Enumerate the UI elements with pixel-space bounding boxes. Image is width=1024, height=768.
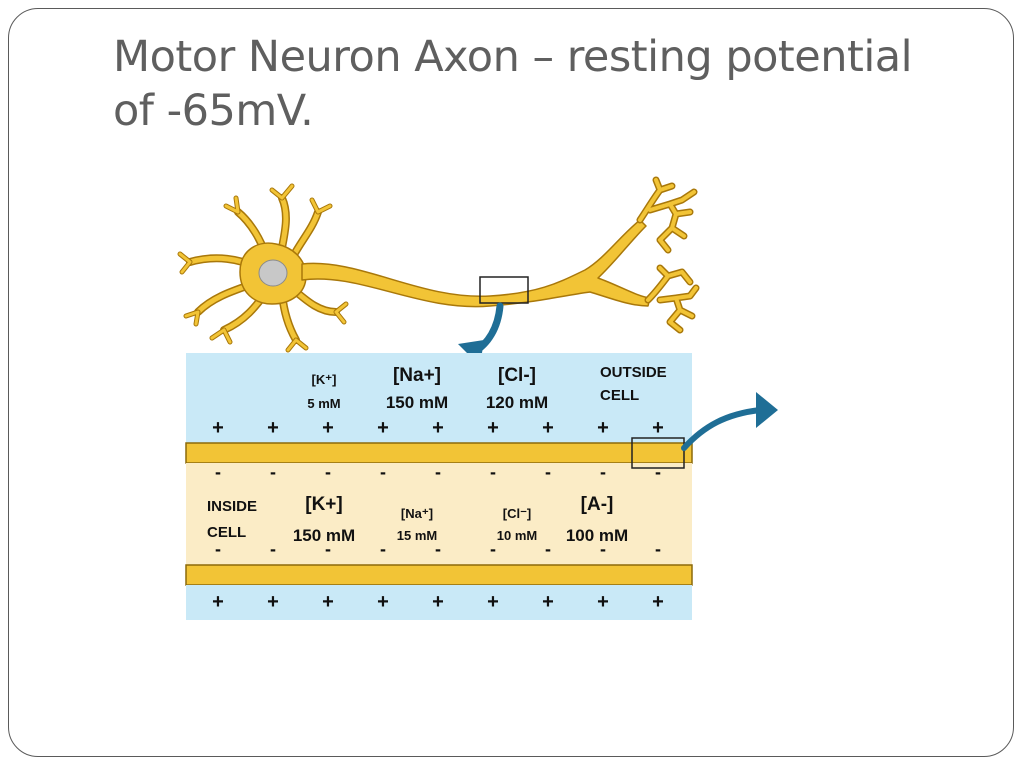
outside-conc-cl: 120 mM <box>486 393 548 412</box>
negative-charge: - <box>600 539 606 559</box>
axon <box>301 219 651 308</box>
inside-cell-label-1: INSIDE <box>207 498 257 515</box>
lower-membrane <box>185 564 693 586</box>
outside-conc-k: 5 mM <box>307 396 340 411</box>
positive-charge: + <box>377 591 389 613</box>
outside-fluid <box>186 353 692 443</box>
inside-conc-a: 100 mM <box>566 526 628 545</box>
inside-ion-a: [A-] <box>581 494 614 515</box>
negative-charge: - <box>490 539 496 559</box>
positive-charge: + <box>212 417 224 439</box>
zoom-arrow-right <box>681 392 778 451</box>
inside-conc-cl: 10 mM <box>497 528 537 543</box>
positive-charges-outside-bottom: + + + + + + + + + <box>212 591 664 613</box>
positive-charge: + <box>597 591 609 613</box>
outside-cell-label-1: OUTSIDE <box>600 364 667 381</box>
positive-charge: + <box>652 591 664 613</box>
nucleus <box>258 259 288 287</box>
positive-charge: + <box>432 591 444 613</box>
negative-charge: - <box>215 462 221 482</box>
outside-ion-na: [Na+] <box>393 365 441 386</box>
slide-title: Motor Neuron Axon – resting potential of… <box>113 30 973 138</box>
negative-charge: - <box>380 539 386 559</box>
positive-charge: + <box>487 417 499 439</box>
positive-charge: + <box>432 417 444 439</box>
negative-charges-inside-upper: --------- <box>215 462 661 482</box>
inside-ion-cl: [Cl⁻] <box>503 506 532 521</box>
inside-conc-k: 150 mM <box>293 526 355 545</box>
outside-ion-cl: [Cl-] <box>498 365 536 386</box>
positive-charge: + <box>212 591 224 613</box>
outside-conc-na: 150 mM <box>386 393 448 412</box>
inside-ion-k: [K+] <box>305 494 342 515</box>
negative-charge: - <box>545 462 551 482</box>
positive-charges-outside-top: + + + + + + + + + <box>212 417 664 439</box>
negative-charge: - <box>215 539 221 559</box>
outside-ion-k: [K⁺] <box>312 372 337 387</box>
slide-title-line-2: of -65mV. <box>113 86 314 136</box>
neuron-illustration <box>177 176 700 353</box>
positive-charge: + <box>542 417 554 439</box>
positive-charge: + <box>487 591 499 613</box>
negative-charge: - <box>435 539 441 559</box>
outside-fluid-bottom <box>186 585 692 620</box>
inside-cell-label-2: CELL <box>207 524 246 541</box>
negative-charge: - <box>325 539 331 559</box>
positive-charge: + <box>267 591 279 613</box>
membrane-detail <box>185 353 693 620</box>
negative-charge: - <box>380 462 386 482</box>
negative-charges-inside-lower: --------- <box>215 539 661 559</box>
positive-charge: + <box>267 417 279 439</box>
negative-charge: - <box>655 462 661 482</box>
slide-title-line-1: Motor Neuron Axon – resting potential <box>113 32 913 82</box>
negative-charge: - <box>490 462 496 482</box>
positive-charge: + <box>322 591 334 613</box>
negative-charge: - <box>270 539 276 559</box>
upper-membrane <box>185 442 693 464</box>
outside-ion-labels: [K⁺] 5 mM [Na+] 150 mM [Cl-] 120 mM OUTS… <box>307 364 666 412</box>
outside-cell-label-2: CELL <box>600 387 639 404</box>
positive-charge: + <box>597 417 609 439</box>
positive-charge: + <box>322 417 334 439</box>
negative-charge: - <box>270 462 276 482</box>
inside-conc-na: 15 mM <box>397 528 437 543</box>
inside-ion-na: [Na⁺] <box>401 506 433 521</box>
negative-charge: - <box>435 462 441 482</box>
positive-charge: + <box>542 591 554 613</box>
inside-fluid <box>186 463 692 565</box>
positive-charge: + <box>377 417 389 439</box>
axon-terminals-lower <box>644 264 700 334</box>
membrane-zoom-box <box>631 437 685 469</box>
positive-charge: + <box>652 417 664 439</box>
negative-charge: - <box>655 539 661 559</box>
axon-zoom-box <box>479 276 529 304</box>
negative-charge: - <box>325 462 331 482</box>
axon-terminals-upper <box>636 176 698 254</box>
inside-ion-labels: INSIDE CELL [K+] 150 mM [Na⁺] 15 mM [Cl⁻… <box>207 494 628 545</box>
negative-charge: - <box>545 539 551 559</box>
negative-charge: - <box>600 462 606 482</box>
